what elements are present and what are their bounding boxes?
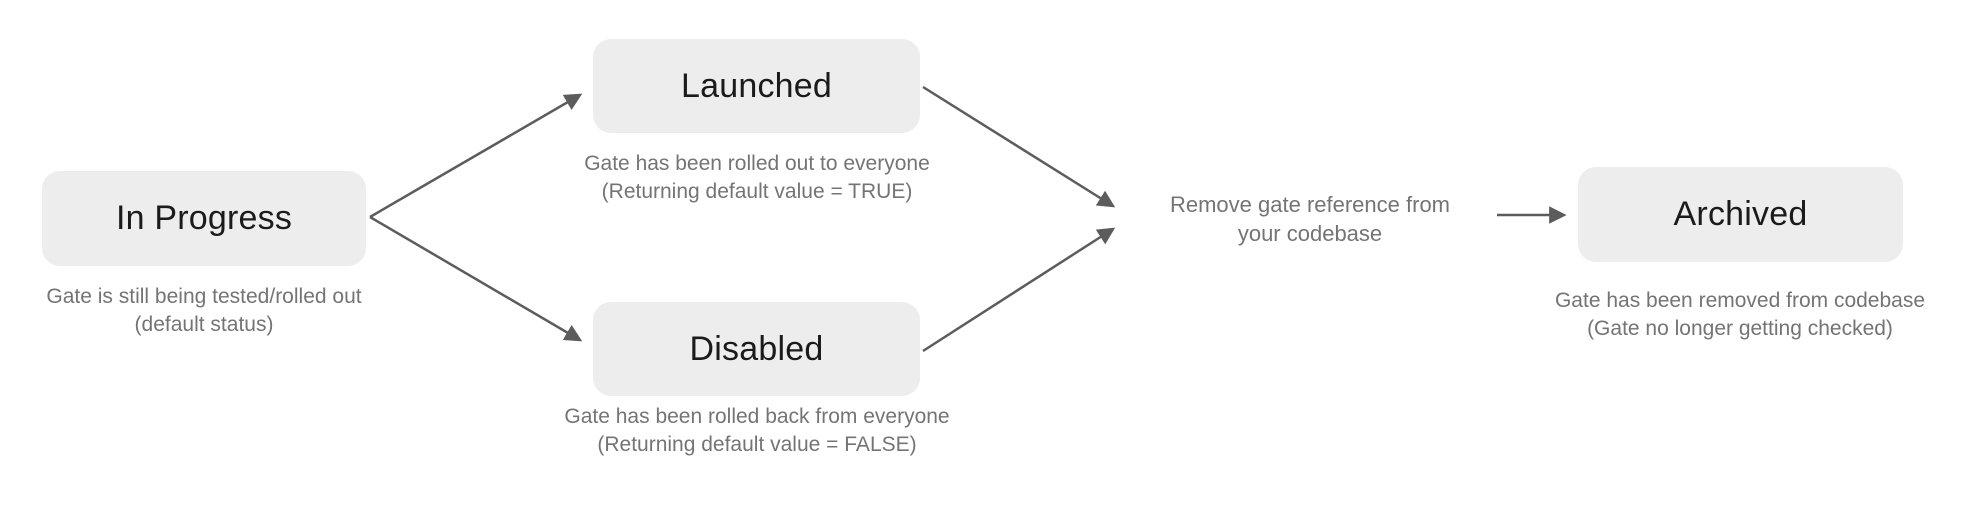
caption-launched-line2: (Returning default value = TRUE) [601, 180, 913, 203]
node-disabled-label: Disabled [689, 329, 824, 368]
edge-inprogress-to-launched [369, 93, 583, 219]
node-archived-label: Archived [1673, 195, 1808, 233]
remove-gate-note: Remove gate reference from your codebase [1110, 190, 1510, 248]
node-launched: Launched [593, 39, 920, 133]
remove-gate-note-line2: your codebase [1237, 221, 1383, 246]
remove-gate-note-line1: Remove gate reference from [1169, 192, 1451, 217]
caption-launched-line1: Gate has been rolled out to everyone [584, 152, 930, 175]
caption-in-progress-line1: Gate is still being tested/rolled out [46, 285, 362, 308]
edge-disabled-to-note [922, 227, 1116, 353]
caption-disabled-line1: Gate has been rolled back from everyone [564, 405, 950, 428]
caption-archived: Gate has been removed from codebase (Gat… [1540, 287, 1940, 343]
caption-launched: Gate has been rolled out to everyone (Re… [557, 150, 957, 206]
caption-archived-line1: Gate has been removed from codebase [1554, 289, 1926, 312]
node-disabled: Disabled [593, 302, 920, 396]
caption-disabled-line2: (Returning default value = FALSE) [597, 433, 917, 456]
node-in-progress-label: In Progress [115, 199, 293, 237]
node-launched-label: Launched [681, 66, 832, 105]
caption-disabled: Gate has been rolled back from everyone … [547, 403, 967, 459]
node-archived: Archived [1578, 167, 1903, 262]
node-in-progress: In Progress [42, 171, 366, 266]
caption-in-progress-line2: (default status) [134, 313, 274, 336]
caption-in-progress: Gate is still being tested/rolled out (d… [4, 283, 404, 339]
caption-archived-line2: (Gate no longer getting checked) [1587, 317, 1893, 340]
